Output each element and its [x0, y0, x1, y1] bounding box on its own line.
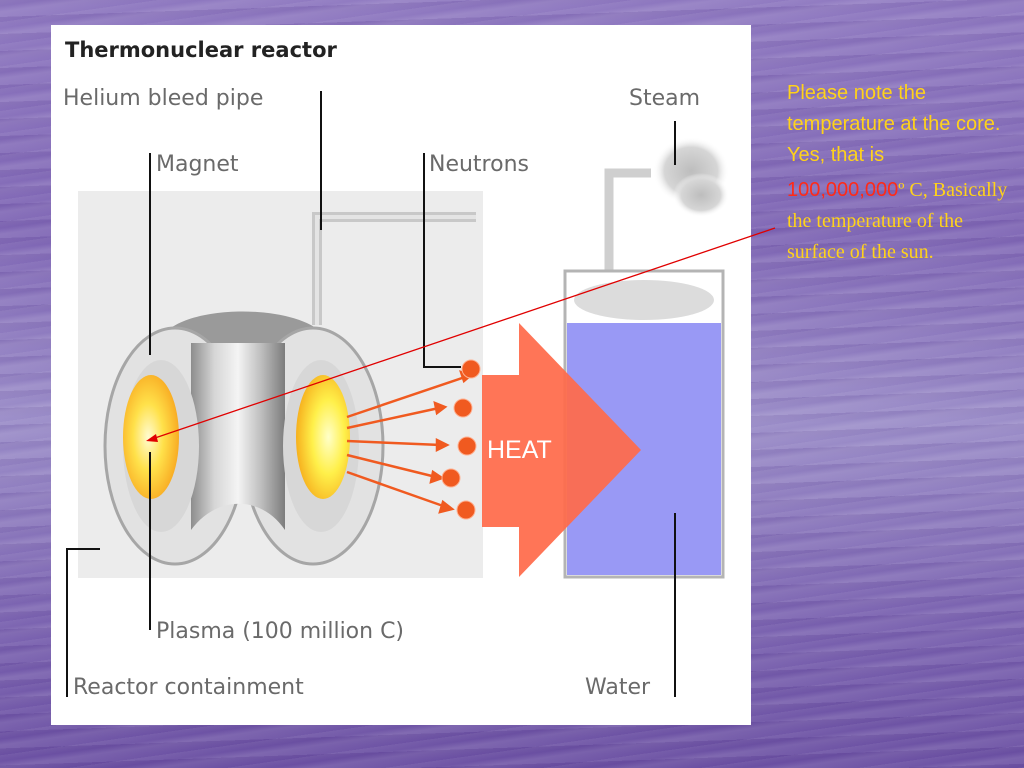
note-unit: º C, [898, 179, 928, 201]
label-heat: HEAT [487, 436, 552, 464]
pointer-arrowhead [146, 434, 158, 442]
pointer-line [151, 227, 776, 440]
label-steam: Steam [629, 86, 701, 111]
note-temperature-value: 100,000,000 [787, 179, 899, 201]
plasma-right [296, 375, 350, 499]
diagram-title: Thermonuclear reactor [65, 38, 337, 62]
heat-arrow [482, 323, 641, 577]
label-plasma: Plasma (100 million C) [156, 619, 405, 644]
neutron-particles [441, 359, 481, 520]
reactor-diagram: Thermonuclear reactor Helium bleed pipe … [51, 25, 751, 725]
center-column [191, 343, 285, 530]
temperature-note: Please note the temperature at the core.… [787, 78, 1012, 268]
label-helium-bleed-pipe: Helium bleed pipe [63, 86, 264, 111]
reactor-diagram-graphic [66, 91, 729, 697]
steam-pipe [604, 168, 651, 275]
label-neutrons: Neutrons [429, 152, 529, 177]
leader-lines [66, 91, 676, 697]
plasma-left [123, 375, 179, 499]
label-water: Water [585, 675, 651, 700]
note-rest: Basically the temperature of the surface… [787, 179, 1008, 263]
note-detail: 100,000,000º C, Basically the temperatur… [787, 175, 1012, 268]
note-intro: Please note the temperature at the core.… [787, 82, 1001, 166]
label-reactor-containment: Reactor containment [73, 675, 304, 700]
label-magnet: Magnet [156, 152, 239, 177]
